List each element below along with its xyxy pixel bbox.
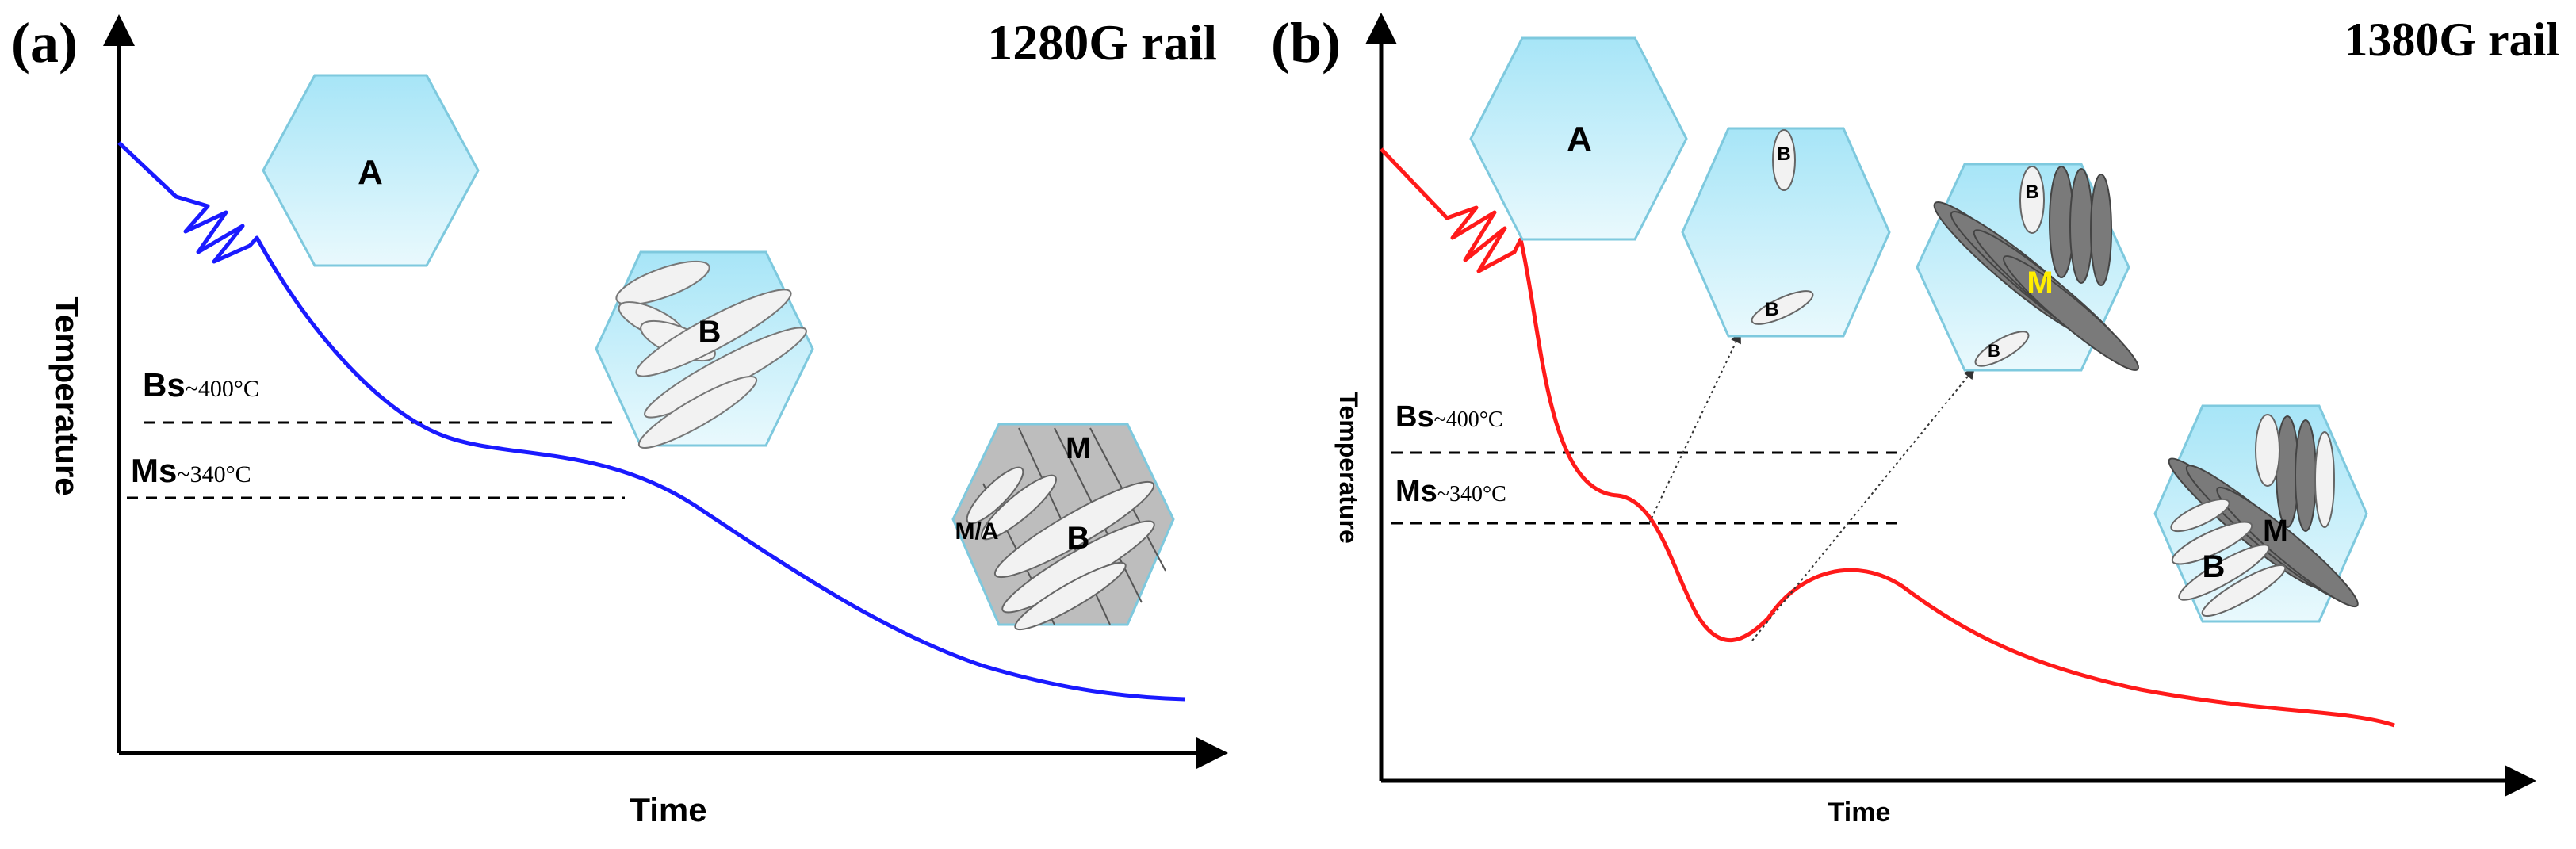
panel-a-final-microstructure: M M/A B <box>951 423 1175 631</box>
panel-b-final-m-label: M <box>2263 514 2288 548</box>
panel-b-bs-label: Bs~400°C <box>1395 400 1503 434</box>
panel-a-x-axis-label: Time <box>630 791 706 828</box>
panel-b-x-axis-label: Time <box>1828 797 1891 828</box>
panel-b-martensite-b-top-label: B <box>2025 182 2038 203</box>
panel-a-label: (a) <box>11 11 78 75</box>
panel-b-cooling-curve <box>1380 147 2395 728</box>
panel-b-martensite-m-label: M <box>2027 266 2053 300</box>
panel-b-bainite-top-label: B <box>1777 143 1790 165</box>
panel-a-bainite-label: B <box>699 315 722 350</box>
panel-b-final-b-label: B <box>2203 549 2226 584</box>
panel-a-bs-label: Bs~400°C <box>143 366 259 403</box>
panel-a-y-axis-label: Temperature <box>48 296 86 495</box>
panel-b-title: 1380G rail <box>2344 13 2559 66</box>
panel-a-final-m-label: M <box>1066 432 1091 465</box>
panel-a-austenite-grain: A <box>262 74 480 267</box>
panel-a-austenite-label: A <box>358 153 383 192</box>
panel-b-arrow-to-martensite <box>1751 367 1975 641</box>
panel-b-austenite-label: A <box>1567 120 1592 159</box>
panel-b-martensite-grain: B M B <box>1916 163 2139 372</box>
panel-a-final-b-label: B <box>1067 521 1090 556</box>
panel-a: (a) 1280G rail Temperature Time Bs~400°C… <box>11 11 1228 828</box>
panel-b-austenite-grain: A <box>1469 36 1688 241</box>
panel-a-title: 1280G rail <box>987 14 1217 71</box>
panel-b-label: (b) <box>1271 11 1341 75</box>
panel-a-final-ma-label: M/A <box>955 518 999 545</box>
panel-b-bainite-nucleation-grain: B B <box>1681 127 1891 338</box>
panel-b-ms-label: Ms~340°C <box>1395 475 1506 508</box>
panel-a-cooling-curve <box>117 141 1186 702</box>
panel-b-martensite-b-bottom-label: B <box>1988 341 2000 361</box>
panel-b-bainite-bottom-label: B <box>1765 299 1778 320</box>
panel-b-final-microstructure: M B <box>2153 404 2368 623</box>
panel-b: (b) 1380G rail Temperature Time Bs~400°C… <box>1271 11 2559 828</box>
panel-a-bainite-grain: B <box>595 250 814 449</box>
panel-b-y-axis-label: Temperature <box>1334 392 1363 543</box>
panel-a-ms-label: Ms~340°C <box>131 452 251 489</box>
panel-b-arrow-to-bainite <box>1648 331 1741 524</box>
